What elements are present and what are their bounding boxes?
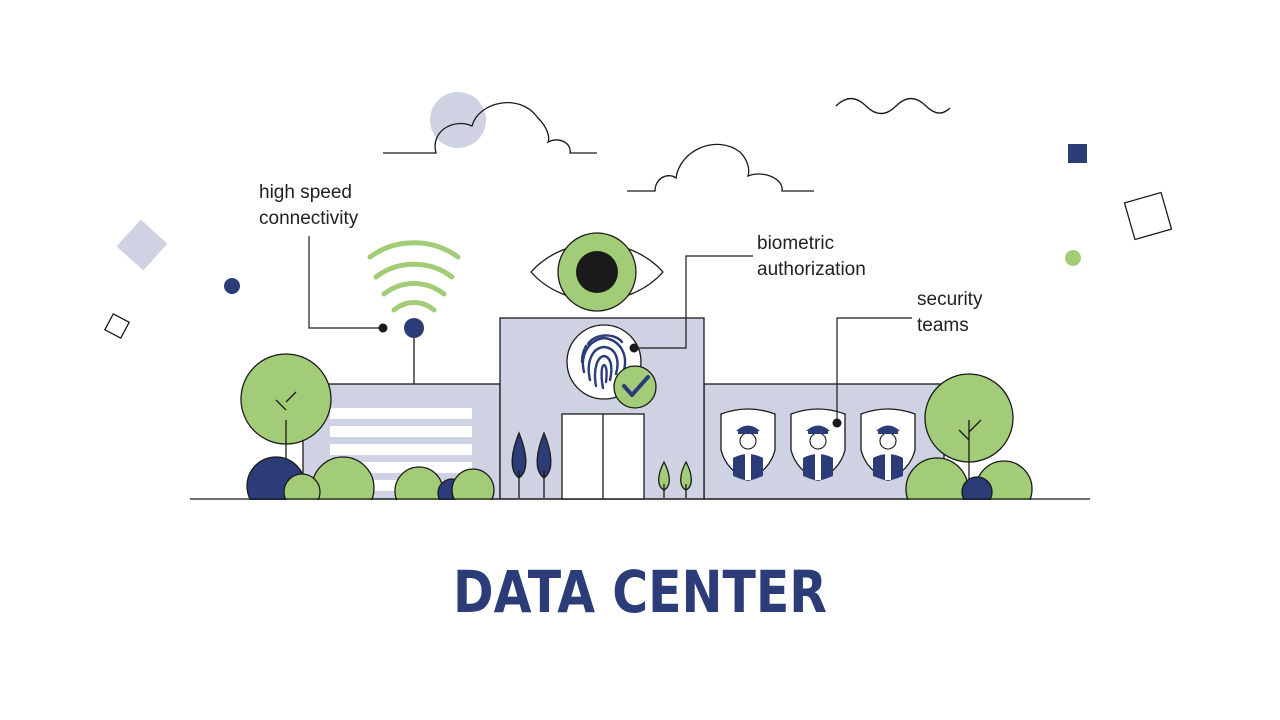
callout-connectivity-line1: high speed [259, 182, 352, 203]
eye-icon [530, 232, 664, 312]
wifi-icon [367, 240, 461, 384]
decor-square [1068, 144, 1087, 163]
callout-line-biometric [629, 255, 753, 353]
page-title: DATA CENTER [453, 558, 827, 626]
cloud-icon [383, 92, 597, 154]
callout-security-line1: security [917, 289, 983, 310]
cloud-icon [627, 143, 814, 192]
callout-line-connectivity [308, 236, 388, 333]
callout-connectivity-line2: connectivity [259, 208, 359, 229]
decor-square [103, 312, 131, 340]
wave-decoration [835, 97, 951, 115]
security-guard-icon [860, 408, 916, 481]
callout-biometric-line1: biometric [757, 233, 834, 254]
tree-icon [240, 353, 332, 496]
entrance-door [561, 413, 645, 500]
decor-square [1123, 191, 1173, 241]
callout-line-security [832, 317, 912, 428]
security-guard-icon [720, 408, 776, 481]
checkmark-icon [613, 365, 657, 409]
callout-biometric-line2: authorization [757, 259, 866, 280]
decor-square [116, 219, 168, 271]
decor-dot [1065, 250, 1081, 266]
callout-security-line2: teams [917, 315, 969, 336]
security-guard-icon [790, 408, 846, 481]
tree-icon [511, 431, 692, 498]
ground-cover [180, 500, 1100, 540]
decor-dot [224, 278, 240, 294]
